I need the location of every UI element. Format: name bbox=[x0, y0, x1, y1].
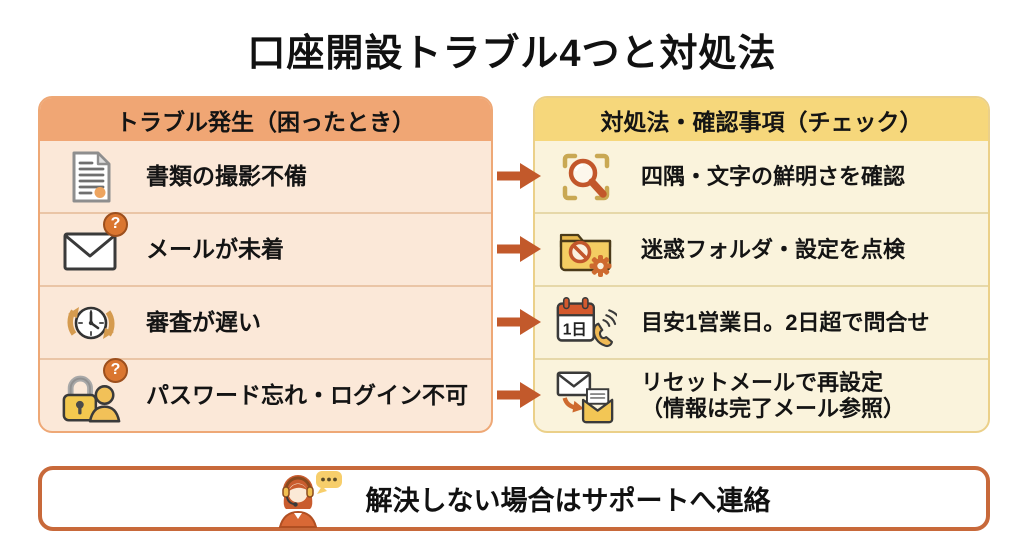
question-badge: ? bbox=[103, 211, 128, 237]
flow-arrow-1 bbox=[497, 163, 541, 189]
question-badge: ? bbox=[103, 357, 128, 383]
solution-row-reset-mail: リセットメールで再設定 （情報は完了メール参照） bbox=[535, 358, 988, 431]
solution-row-wait-time: 1日 目安1営業日。2日超で問合せ bbox=[535, 285, 988, 358]
mail-reset-icon bbox=[555, 366, 617, 426]
solution-row-check-photo: 四隅・文字の鮮明さを確認 bbox=[535, 141, 988, 212]
trouble-panel: トラブル発生（困ったとき） 書類の撮影不 bbox=[38, 96, 493, 433]
document-icon bbox=[60, 147, 122, 207]
trouble-row-password: ? パスワード忘れ・ログイン不可 bbox=[40, 357, 491, 431]
solution-panel: 対処法・確認事項（チェック） 四隅・文字の鮮明さを確認 bbox=[533, 96, 990, 433]
solution-panel-header: 対処法・確認事項（チェック） bbox=[535, 98, 988, 141]
folder-block-gear-icon bbox=[555, 220, 617, 280]
flow-arrow-3 bbox=[497, 309, 541, 335]
mail-question-icon: ? bbox=[60, 211, 128, 280]
trouble-panel-header: トラブル発生（困ったとき） bbox=[40, 98, 491, 141]
page-title: 口座開設トラブル4つと対処法 bbox=[247, 33, 777, 75]
trouble-row-mail: ? メールが未着 bbox=[40, 211, 491, 285]
solution-label: リセットメールで再設定 （情報は完了メール参照） bbox=[641, 370, 906, 421]
trouble-label: メールが未着 bbox=[146, 236, 284, 263]
flow-arrow-4 bbox=[497, 382, 541, 408]
support-banner-label: 解決しない場合はサポートへ連絡 bbox=[365, 486, 771, 516]
solution-label: 四隅・文字の鮮明さを確認 bbox=[641, 163, 906, 189]
clock-refresh-icon bbox=[60, 293, 122, 353]
trouble-label: 審査が遅い bbox=[146, 309, 261, 336]
svg-text:1日: 1日 bbox=[563, 320, 587, 338]
trouble-row-document: 書類の撮影不備 bbox=[40, 141, 491, 212]
calendar-phone-icon: 1日 bbox=[555, 293, 617, 353]
trouble-row-review: 審査が遅い bbox=[40, 285, 491, 358]
solution-row-spam-folder: 迷惑フォルダ・設定を点検 bbox=[535, 212, 988, 285]
flow-arrow-2 bbox=[497, 236, 541, 262]
trouble-label: パスワード忘れ・ログイン不可 bbox=[146, 382, 468, 409]
lock-user-question-icon: ? bbox=[60, 357, 128, 426]
support-banner: 解決しない場合はサポートへ連絡 bbox=[38, 466, 990, 531]
solution-label: 迷惑フォルダ・設定を点検 bbox=[641, 236, 906, 262]
solution-label: 目安1営業日。2日超で問合せ bbox=[641, 309, 930, 335]
support-agent-icon bbox=[258, 470, 344, 528]
trouble-label: 書類の撮影不備 bbox=[146, 163, 307, 190]
magnifier-frame-icon bbox=[555, 147, 617, 207]
